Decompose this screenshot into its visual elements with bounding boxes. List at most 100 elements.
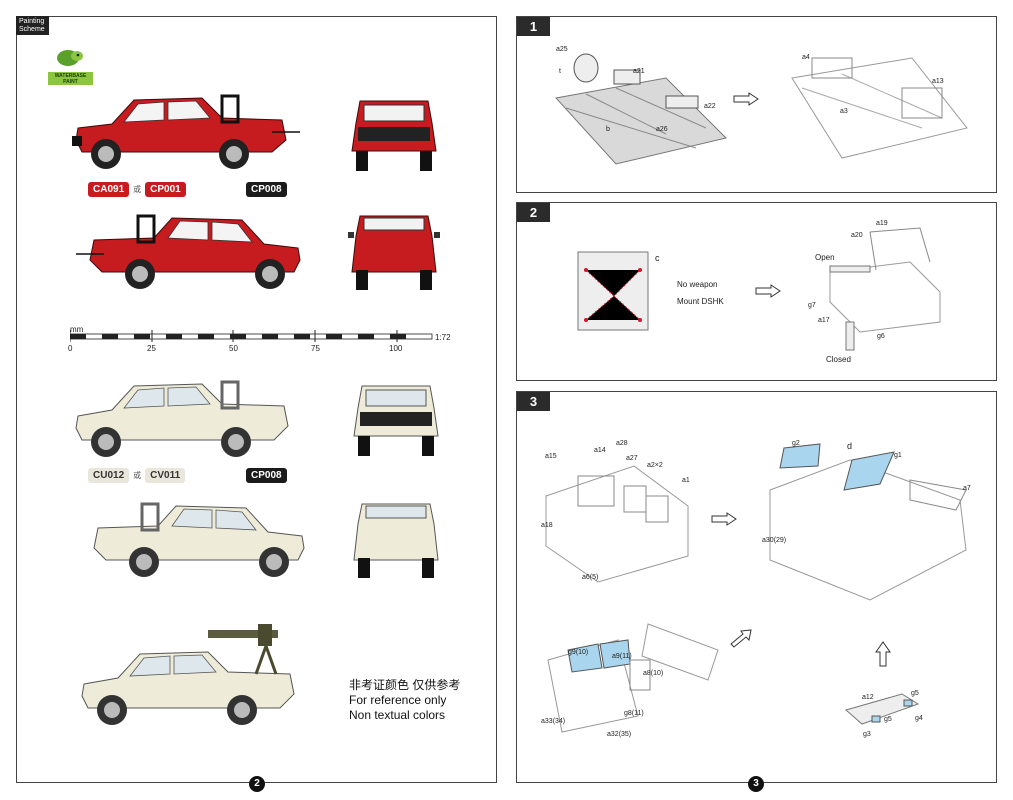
label-a4: a4 — [802, 54, 810, 61]
paint-code-cp008-red: CP008 — [246, 182, 287, 197]
label-a32: a32(35) — [607, 731, 631, 738]
arrow-right-icon — [733, 92, 759, 106]
disclaimer-english-1: For reference only — [349, 693, 447, 707]
bumper-sketch — [844, 693, 920, 725]
red-truck-side-left — [72, 94, 300, 169]
cab-body-sketch — [769, 443, 967, 601]
label-a14: a14 — [594, 447, 606, 454]
painting-scheme-tab: Painting Scheme — [16, 16, 49, 35]
step-number: 1 — [517, 17, 550, 36]
label-a8-id: a8 — [643, 670, 651, 677]
scale-label-0: 0 — [68, 344, 73, 353]
scale-label-75: 75 — [311, 344, 320, 353]
label-a20: a20 — [851, 232, 863, 239]
label-a28: a28 — [616, 440, 628, 447]
paint-code-cp001: CP001 — [145, 182, 186, 197]
label-a18: a18 — [541, 522, 553, 529]
page-number-right: 3 — [748, 776, 764, 792]
chassis-assembled-sketch — [791, 57, 968, 159]
paint-code-cp008-cream: CP008 — [246, 468, 287, 483]
label-a21: a21 — [633, 68, 645, 75]
red-truck-rear — [348, 215, 440, 290]
label-a33-id: a33 — [541, 718, 553, 725]
label-a33: a33(34) — [541, 718, 565, 725]
paint-code-cv011: CV011 — [145, 468, 186, 483]
label-a19: a19 — [876, 220, 888, 227]
interior-parts-sketch — [545, 465, 689, 583]
label-d: d — [847, 441, 853, 451]
label-a6: a6(5) — [582, 574, 598, 581]
cream-truck-rear — [353, 503, 439, 578]
label-g3: g3 — [863, 731, 871, 738]
label-a7: a7 — [963, 485, 971, 492]
brand-logo — [57, 50, 83, 66]
label-a26: a26 — [656, 126, 668, 133]
red-truck-front — [351, 100, 437, 171]
label-g6: g6 — [877, 333, 885, 340]
label-a30-id: a30 — [762, 537, 774, 544]
disclaimer-chinese: 非考证颜色 仅供参考 — [349, 678, 461, 692]
page-number-left: 2 — [249, 776, 265, 792]
label-a22: a22 — [704, 103, 716, 110]
label-a8: a8(10) — [643, 670, 663, 677]
open-note: Open — [815, 253, 835, 262]
label-g8-id: g8 — [624, 710, 632, 717]
label-a27: a27 — [626, 455, 638, 462]
arrow-right-icon — [755, 284, 781, 298]
label-a6-id: a6 — [582, 574, 590, 581]
color-disclaimer: 非考证颜色 仅供参考 For reference only Non textua… — [349, 678, 460, 723]
scale-label-25: 25 — [147, 344, 156, 353]
label-a33-alt: (34) — [552, 718, 566, 725]
scale-unit: mm — [70, 325, 84, 334]
assembly-step-2: 2 — [516, 202, 997, 381]
label-a30: a30(29) — [762, 537, 786, 544]
label-a17: a17 — [818, 317, 830, 324]
bed-rollbar-sketch — [829, 227, 941, 351]
label-a8-alt: (10) — [650, 670, 664, 677]
red-truck-side-right — [76, 214, 301, 289]
label-a13: a13 — [932, 78, 944, 85]
label-a32-id: a32 — [607, 731, 619, 738]
label-a3: a3 — [840, 108, 848, 115]
label-g8-alt: (11) — [631, 710, 644, 717]
label-a9-alt: (11) — [619, 653, 632, 660]
label-c: c — [655, 253, 660, 263]
disclaimer-english-2: Non textual colors — [349, 708, 446, 722]
label-g9-alt: (10) — [575, 649, 589, 656]
waterbase-paint-badge: WATERBASE PAINT — [48, 72, 93, 85]
doors-sketch — [547, 623, 719, 733]
arrow-up-icon — [875, 641, 891, 667]
or-separator: 或 — [133, 185, 142, 194]
mount-dshk-note: Mount DSHK — [677, 297, 724, 306]
cream-truck-dshk — [81, 624, 295, 725]
scale-label-100: 100 — [389, 344, 403, 353]
closed-note: Closed — [826, 355, 851, 364]
label-t: t — [559, 68, 561, 75]
label-g9: g9(10) — [568, 649, 588, 656]
label-g9-id: g9 — [568, 649, 576, 656]
scale-ruler — [70, 330, 433, 342]
step-number: 2 — [517, 203, 550, 222]
label-g2: g2 — [792, 440, 800, 447]
cream-truck-front — [353, 385, 439, 456]
or-separator-2: 或 — [133, 471, 142, 480]
label-a15: a15 — [545, 453, 557, 460]
cream-truck-side-left — [75, 380, 289, 457]
assembly-step-1: 1 — [516, 16, 997, 193]
label-b: b — [606, 126, 610, 133]
label-g5-top: g5 — [911, 690, 919, 697]
paint-code-cu012: CU012 — [88, 468, 130, 483]
label-a2x2: a2×2 — [647, 462, 663, 469]
step-number: 3 — [517, 392, 550, 411]
scale-ratio: 1:72 — [435, 333, 451, 342]
arrow-right-icon — [711, 512, 737, 526]
label-a6-alt: (5) — [589, 574, 599, 581]
label-a9: a9(11) — [612, 653, 632, 660]
arrow-up-right-icon — [730, 629, 752, 648]
label-g7: g7 — [808, 302, 816, 309]
label-a1: a1 — [682, 477, 690, 484]
truck-bed-sketch — [577, 251, 649, 331]
cream-truck-side-right — [93, 502, 305, 577]
label-g5-bottom: g5 — [884, 716, 892, 723]
no-weapon-note: No weapon — [677, 280, 718, 289]
